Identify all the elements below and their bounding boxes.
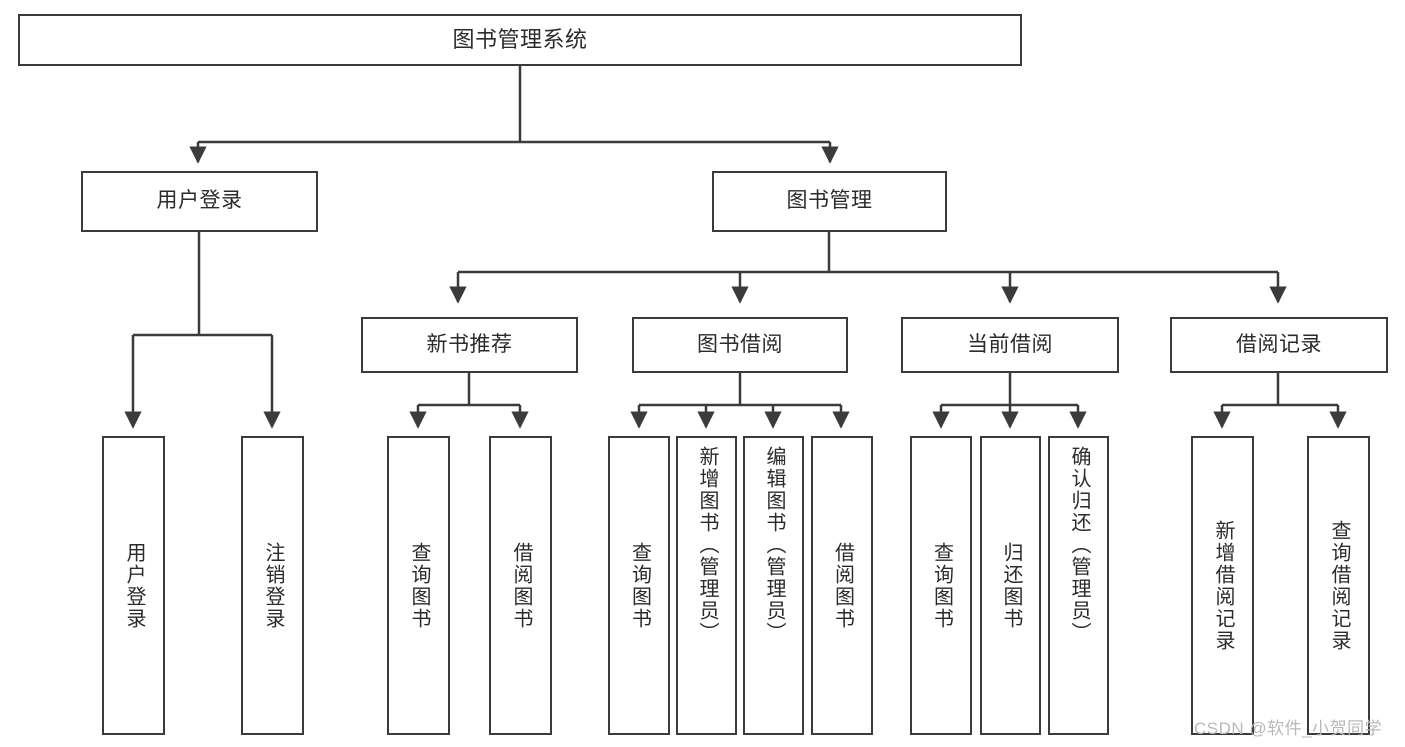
node-label: 归还图书: [1000, 541, 1022, 630]
node-label: 新书推荐: [426, 332, 513, 356]
leaf-current-borrow-query-book[interactable]: 查询图书: [910, 436, 972, 735]
leaf-current-borrow-return-book[interactable]: 归还图书: [980, 436, 1041, 735]
node-new-book-recommend[interactable]: 新书推荐: [361, 317, 578, 373]
leaf-book-borrow-add-book-admin[interactable]: 新增图书（管理员）: [676, 436, 737, 735]
node-label: 图书管理系统: [452, 27, 588, 53]
node-label: 借阅图书: [831, 541, 854, 630]
node-label: 查询借阅记录: [1328, 519, 1350, 652]
node-label: 新增图书（管理员）: [696, 446, 718, 644]
csdn-watermark: CSDN @软件_小贺同学: [1194, 719, 1383, 738]
node-label: 编辑图书（管理员）: [763, 446, 785, 644]
node-label: 新增借阅记录: [1212, 519, 1234, 652]
node-book-borrow[interactable]: 图书借阅: [632, 317, 848, 373]
node-label: 确认归还（管理员）: [1068, 446, 1090, 644]
node-label: 图书借阅: [697, 332, 783, 356]
node-label: 当前借阅: [967, 332, 1053, 356]
leaf-current-borrow-confirm-return-admin[interactable]: 确认归还（管理员）: [1048, 436, 1109, 735]
node-label: 借阅记录: [1236, 332, 1322, 356]
leaf-book-borrow-borrow-book[interactable]: 借阅图书: [811, 436, 873, 735]
node-label: 用户登录: [156, 189, 243, 213]
node-label: 图书管理: [786, 189, 873, 213]
node-label: 查询图书: [930, 541, 953, 630]
leaf-book-borrow-query-book[interactable]: 查询图书: [608, 436, 670, 735]
node-label: 查询图书: [408, 541, 430, 630]
leaf-borrow-record-query-record[interactable]: 查询借阅记录: [1307, 436, 1370, 735]
node-borrow-record[interactable]: 借阅记录: [1170, 317, 1388, 373]
leaf-book-borrow-edit-book-admin[interactable]: 编辑图书（管理员）: [743, 436, 804, 735]
node-current-borrow[interactable]: 当前借阅: [901, 317, 1119, 373]
node-label: 注销登录: [262, 541, 284, 630]
node-label: 用户登录: [123, 541, 145, 630]
leaf-new-book-query-book[interactable]: 查询图书: [387, 436, 450, 735]
leaf-user-login-logout[interactable]: 注销登录: [241, 436, 304, 735]
leaf-new-book-borrow-book[interactable]: 借阅图书: [489, 436, 552, 735]
node-book-management[interactable]: 图书管理: [712, 171, 947, 232]
node-label: 借阅图书: [510, 541, 532, 630]
leaf-user-login-login[interactable]: 用户登录: [102, 436, 165, 735]
node-root-book-management-system[interactable]: 图书管理系统: [18, 14, 1022, 66]
node-user-login[interactable]: 用户登录: [81, 171, 318, 232]
node-label: 查询图书: [628, 541, 651, 630]
leaf-borrow-record-add-record[interactable]: 新增借阅记录: [1191, 436, 1254, 735]
